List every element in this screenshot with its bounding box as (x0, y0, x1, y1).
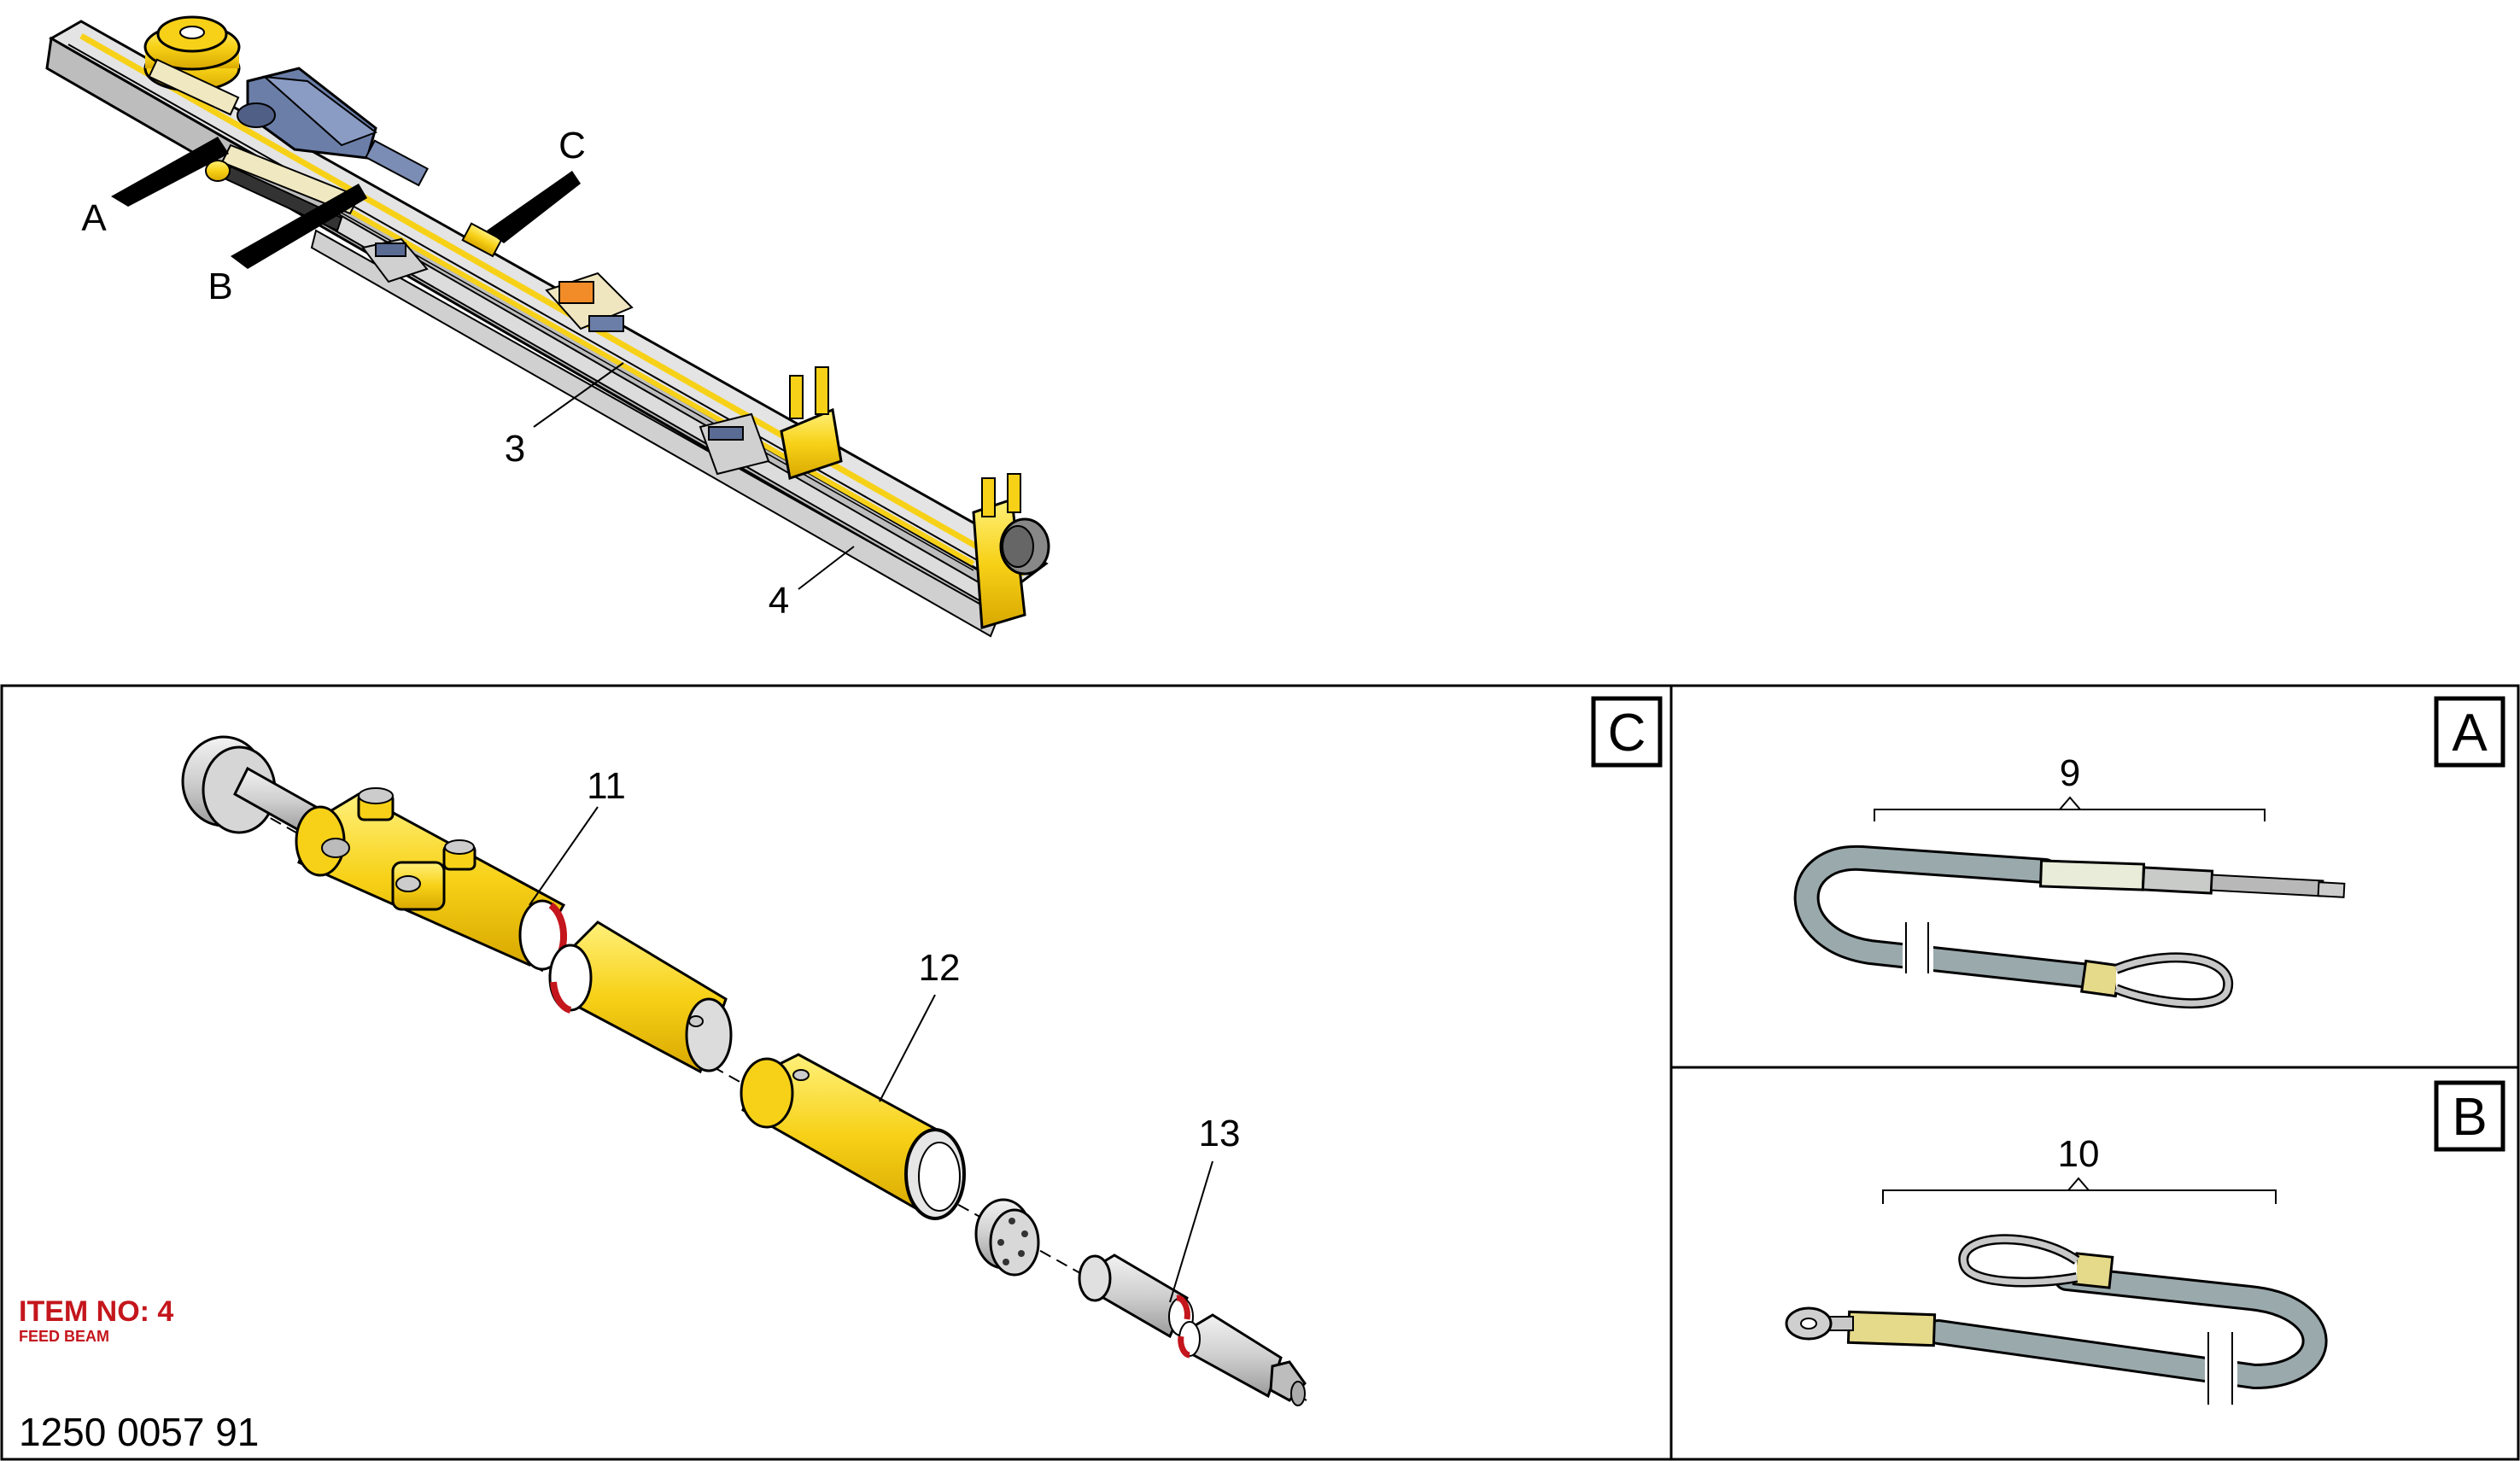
centralizer-middle (780, 366, 843, 480)
panel-frames (0, 684, 2520, 1461)
callout-pointer-a (111, 137, 229, 207)
top-pulley (143, 15, 241, 116)
hose-assembly-10: 10 (1785, 1133, 2328, 1405)
leader-4 (798, 546, 855, 590)
callout-3-label: 3 (505, 428, 525, 470)
rod-end-cap (181, 735, 318, 835)
item-number: ITEM NO: 4 (19, 1295, 173, 1328)
item-name: FEED BEAM (19, 1328, 109, 1345)
svg-text:C: C (1608, 704, 1646, 763)
cylinder-sleeve (740, 1053, 966, 1220)
cradle-center (545, 272, 634, 332)
feed-beam-assembly: A B C 3 4 (45, 15, 1050, 638)
svg-text:A: A (2452, 704, 2488, 763)
document-number: 1250 0057 91 (19, 1410, 259, 1454)
rock-drill (205, 67, 429, 232)
callout-pointer-b (231, 184, 367, 269)
mid-slide-3 (699, 412, 770, 476)
cylinder-barrel-rear (548, 920, 733, 1074)
callout-pointer-c (487, 171, 581, 243)
svg-text:B: B (2452, 1088, 2487, 1147)
callout-c-label: C (558, 125, 586, 167)
mid-slide-1 (361, 237, 429, 283)
hose-assembly-9: 9 (1793, 752, 2346, 1009)
centralizer-front (972, 473, 1050, 629)
mid-slide-2 (461, 222, 503, 258)
panel-b-tag: B (2434, 1080, 2505, 1152)
callout-10-label: 10 (2058, 1133, 2100, 1175)
cylinder-barrel-front (295, 787, 568, 971)
callout-b-label: B (208, 266, 232, 307)
piston-rod (1078, 1254, 1307, 1406)
panel-a-tag: A (2434, 696, 2505, 768)
callout-12-label: 12 (919, 947, 961, 989)
callout-9-label: 9 (2060, 752, 2080, 794)
callout-4-label: 4 (769, 580, 789, 622)
panel-c-tag: C (1591, 696, 1663, 768)
callout-a-label: A (81, 197, 107, 239)
cylinder-exploded-view: 11 12 13 (181, 735, 1307, 1406)
leader-3 (533, 362, 624, 428)
callout-11-label: 11 (587, 765, 626, 807)
locking-nut (974, 1198, 1040, 1277)
callout-13-label: 13 (1199, 1113, 1241, 1154)
